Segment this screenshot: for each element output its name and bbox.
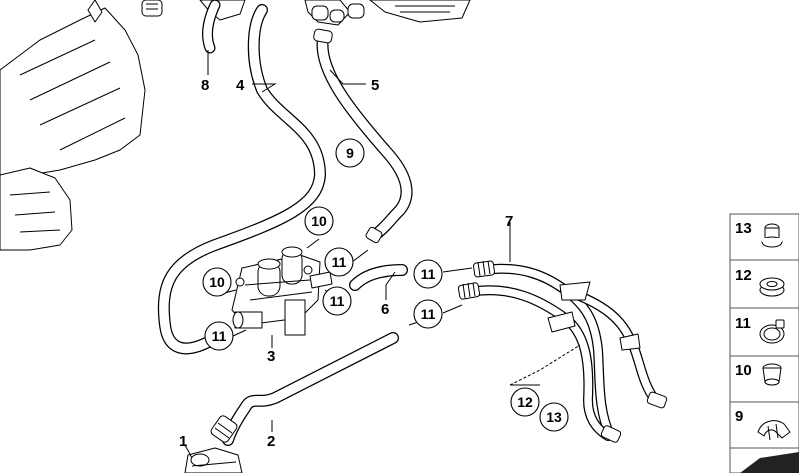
legend-item-partial bbox=[729, 447, 799, 473]
hose-5 bbox=[313, 28, 413, 244]
label-8: 8 bbox=[201, 77, 209, 94]
legend-item-12: 12 bbox=[729, 259, 799, 309]
circle-label-12: 12 bbox=[510, 387, 540, 417]
svg-text:11: 11 bbox=[332, 254, 347, 270]
label-2: 2 bbox=[267, 433, 275, 450]
circle-label-10-lower: 10 bbox=[202, 267, 232, 297]
svg-text:10: 10 bbox=[209, 274, 225, 290]
label-5: 5 bbox=[371, 77, 379, 94]
svg-text:11: 11 bbox=[421, 266, 436, 282]
svg-text:12: 12 bbox=[517, 394, 533, 410]
parts-legend: 13 12 11 bbox=[729, 213, 799, 473]
svg-text:10: 10 bbox=[311, 213, 327, 229]
hose-2 bbox=[210, 332, 399, 446]
label-1: 1 bbox=[179, 433, 187, 450]
circle-label-13: 13 bbox=[539, 402, 569, 432]
hose-6 bbox=[349, 264, 408, 291]
circle-label-11-f: 11 bbox=[0, 0, 15, 3]
svg-text:9: 9 bbox=[735, 408, 743, 425]
svg-text:13: 13 bbox=[546, 409, 562, 425]
label-4: 4 bbox=[236, 77, 245, 94]
circle-label-9: 9 bbox=[335, 138, 365, 168]
svg-text:13: 13 bbox=[735, 220, 752, 237]
plain-part-labels: 8 4 5 7 6 3 1 2 bbox=[179, 77, 513, 450]
bushing-icon bbox=[762, 363, 782, 386]
circle-label-11-b: 11 bbox=[413, 259, 443, 289]
coolant-pipe-assembly bbox=[457, 260, 668, 443]
clip-icon bbox=[757, 420, 791, 441]
svg-text:11: 11 bbox=[735, 315, 751, 332]
circle-label-11-c: 11 bbox=[322, 286, 352, 316]
circle-label-10-upper: 10 bbox=[304, 206, 334, 236]
engine-block-sketch bbox=[0, 0, 163, 251]
circle-label-11-a: 11 bbox=[324, 247, 354, 277]
water-valve-assembly bbox=[231, 246, 333, 336]
plug-icon bbox=[761, 223, 783, 248]
svg-text:10: 10 bbox=[735, 362, 752, 379]
svg-text:11: 11 bbox=[330, 293, 345, 309]
hose-4 bbox=[157, 4, 326, 355]
legend-item-11: 11 bbox=[729, 307, 799, 357]
legend-item-13: 13 bbox=[729, 213, 799, 261]
legend-item-10: 10 bbox=[729, 355, 799, 403]
svg-text:11: 11 bbox=[421, 306, 436, 322]
hose-clamp-icon bbox=[759, 319, 785, 344]
upper-connectors-sketch bbox=[199, 0, 471, 26]
label-3: 3 bbox=[267, 348, 275, 365]
label-7: 7 bbox=[505, 213, 513, 230]
label-6: 6 bbox=[381, 301, 389, 318]
svg-text:12: 12 bbox=[735, 267, 752, 284]
circle-label-11-e: 11 bbox=[413, 299, 443, 329]
grommet-icon bbox=[759, 277, 785, 297]
circled-part-labels: 9 10 11 11 11 10 11 11 bbox=[0, 0, 569, 432]
circle-label-11-d: 11 bbox=[204, 321, 234, 351]
svg-text:11: 11 bbox=[212, 328, 227, 344]
auxiliary-water-pump bbox=[184, 447, 243, 473]
svg-text:9: 9 bbox=[346, 145, 354, 161]
legend-item-9: 9 bbox=[729, 401, 799, 449]
